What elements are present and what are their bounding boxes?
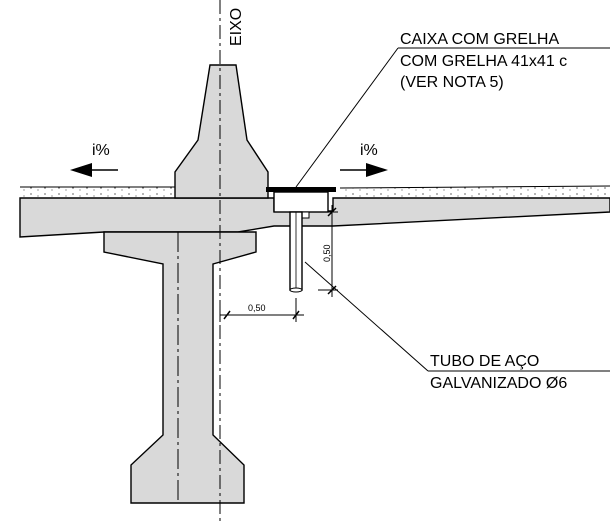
callout-pipe-line1: TUBO DE AÇO bbox=[430, 353, 539, 370]
drain-pipe bbox=[289, 211, 303, 293]
i-girder bbox=[103, 231, 257, 504]
slope-arrow-left bbox=[70, 163, 118, 177]
slope-label-left: i% bbox=[92, 142, 110, 159]
pavement-layer bbox=[20, 185, 610, 198]
slope-label-right: i% bbox=[360, 142, 378, 159]
leader-grate-box bbox=[295, 47, 610, 188]
callout-box-line3: (VER NOTA 5) bbox=[400, 74, 504, 91]
median-barrier bbox=[174, 64, 269, 199]
dimension-horizontal-value: 0,50 bbox=[248, 303, 266, 313]
dimension-horizontal bbox=[219, 298, 304, 322]
callout-box-line2: COM GRELHA 41x41 c bbox=[400, 53, 567, 70]
dimension-vertical bbox=[318, 205, 338, 297]
callout-box-line1: CAIXA COM GRELHA bbox=[400, 31, 559, 48]
dimension-vertical-value: 0,50 bbox=[322, 244, 332, 262]
slope-arrow-right bbox=[340, 163, 388, 177]
axis-label: EIXO bbox=[228, 8, 245, 46]
leader-pipe bbox=[304, 261, 610, 372]
callout-pipe-line2: GALVANIZADO Ø6 bbox=[430, 375, 567, 392]
